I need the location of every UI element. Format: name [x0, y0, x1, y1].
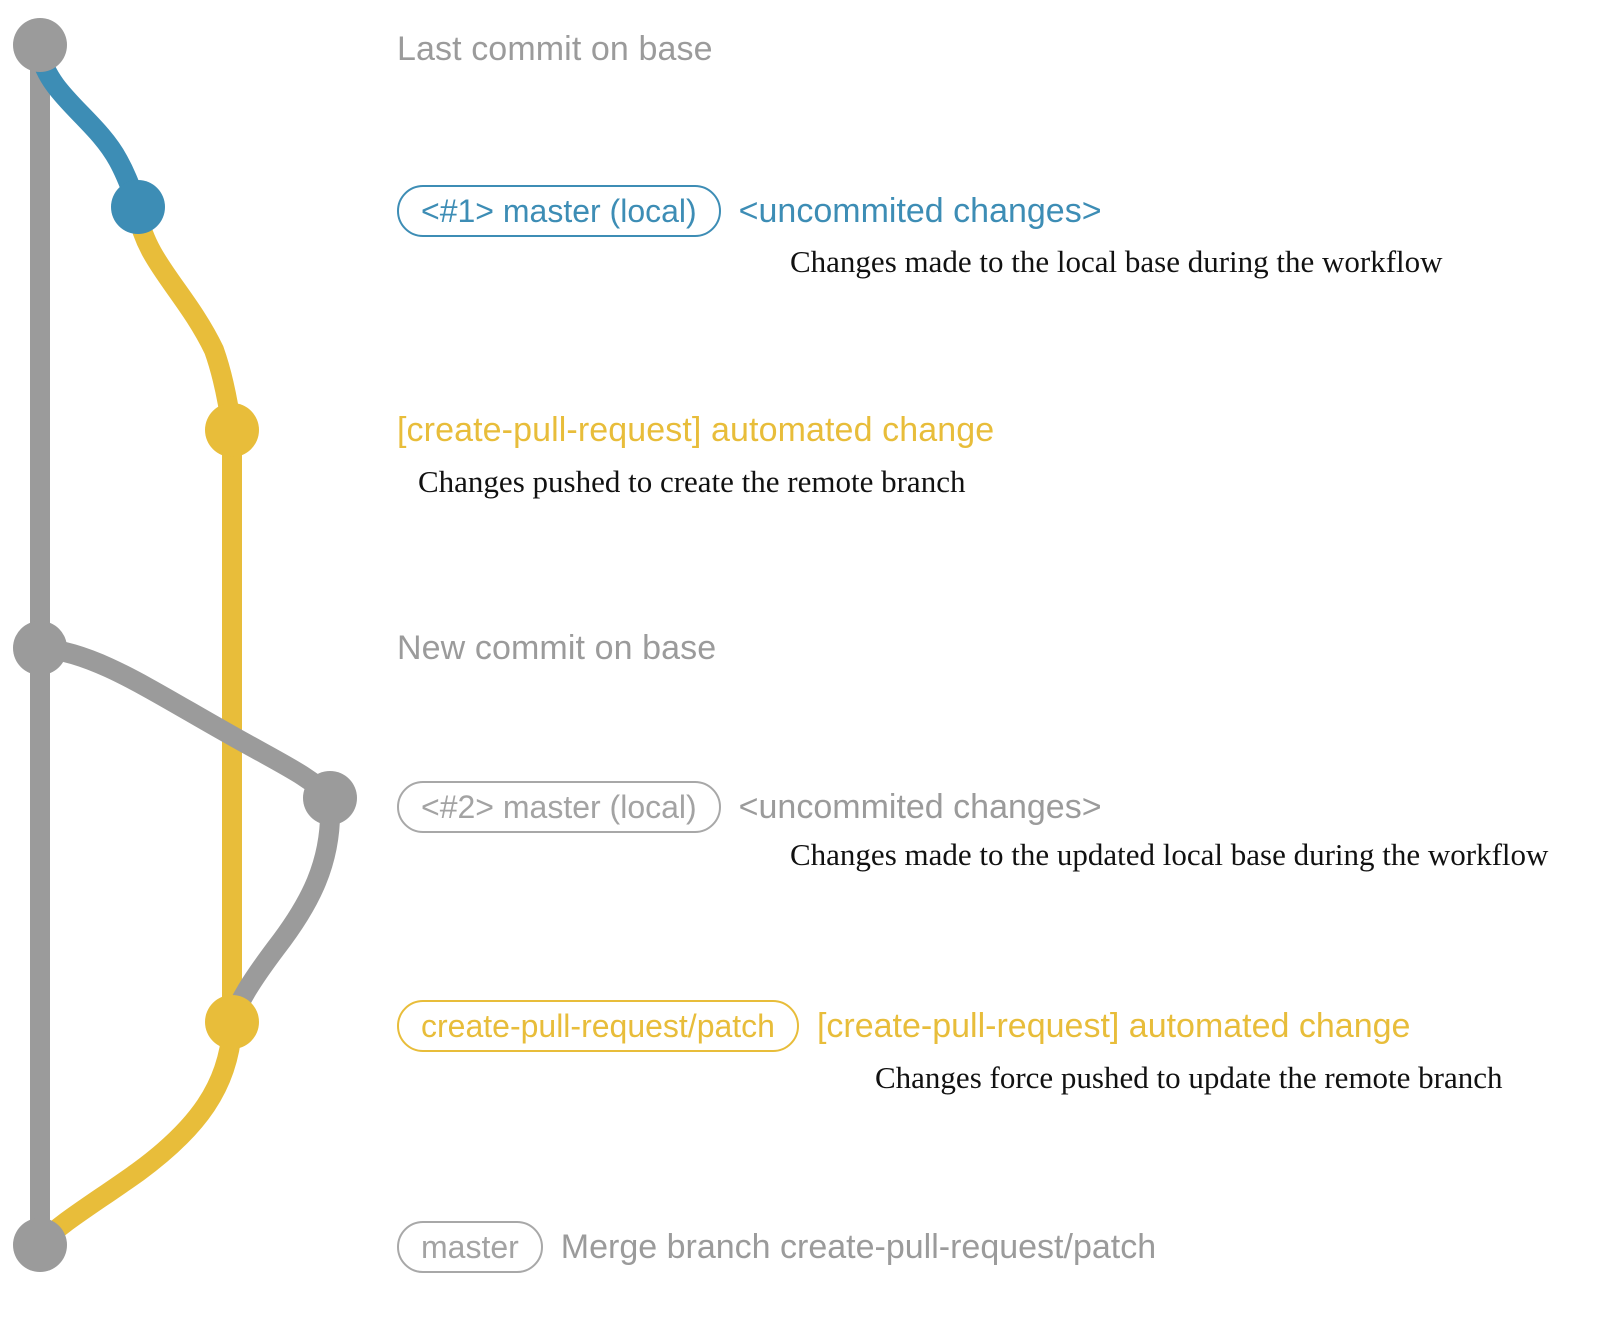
label-new-commit-on-base: New commit on base [397, 629, 717, 667]
commit-node-merge-commit[interactable] [13, 1218, 67, 1272]
message-local-change-2: <uncommited changes> [738, 787, 1102, 826]
description-local-change-2: Changes made to the updated local base d… [790, 837, 1549, 872]
commit-node-new-commit-on-base[interactable] [13, 621, 67, 675]
message-merge-commit: Merge branch create-pull-request/patch [560, 1227, 1157, 1266]
commit-node-local-change-2[interactable] [303, 771, 357, 825]
commit-node-last-commit-on-base[interactable] [13, 18, 67, 72]
commit-graph [13, 18, 357, 1272]
description-local-change-1: Changes made to the local base during th… [790, 244, 1443, 279]
badge-local-master-2[interactable]: <#2> master (local) [397, 781, 721, 833]
badge-create-pull-request-patch[interactable]: create-pull-request/patch [397, 1000, 799, 1052]
message-local-change-1: <uncommited changes> [738, 191, 1102, 230]
commit-node-remote-branch-updated[interactable] [205, 995, 259, 1049]
commit-node-remote-branch-created[interactable] [205, 403, 259, 457]
badge-local-master-1[interactable]: <#1> master (local) [397, 185, 721, 237]
badge-master[interactable]: master [397, 1221, 543, 1273]
description-remote-branch-force-pushed: Changes force pushed to update the remot… [875, 1060, 1503, 1095]
merge-line [30, 1019, 242, 1255]
description-remote-branch-created: Changes pushed to create the remote bran… [418, 464, 966, 499]
row-local-change-2: <#2> master (local) <uncommited changes> [397, 781, 1102, 833]
updated-local-branch-line [30, 638, 340, 808]
row-local-change-1: <#1> master (local) <uncommited changes> [397, 185, 1102, 237]
label-automated-change-created: [create-pull-request] automated change [397, 411, 995, 449]
commit-node-local-change-1[interactable] [111, 180, 165, 234]
row-remote-branch-updated: create-pull-request/patch [create-pull-r… [397, 1000, 1410, 1052]
row-merge-commit: master Merge branch create-pull-request/… [397, 1221, 1156, 1273]
label-last-commit-on-base: Last commit on base [397, 30, 713, 68]
message-remote-branch-updated: [create-pull-request] automated change [816, 1006, 1411, 1045]
